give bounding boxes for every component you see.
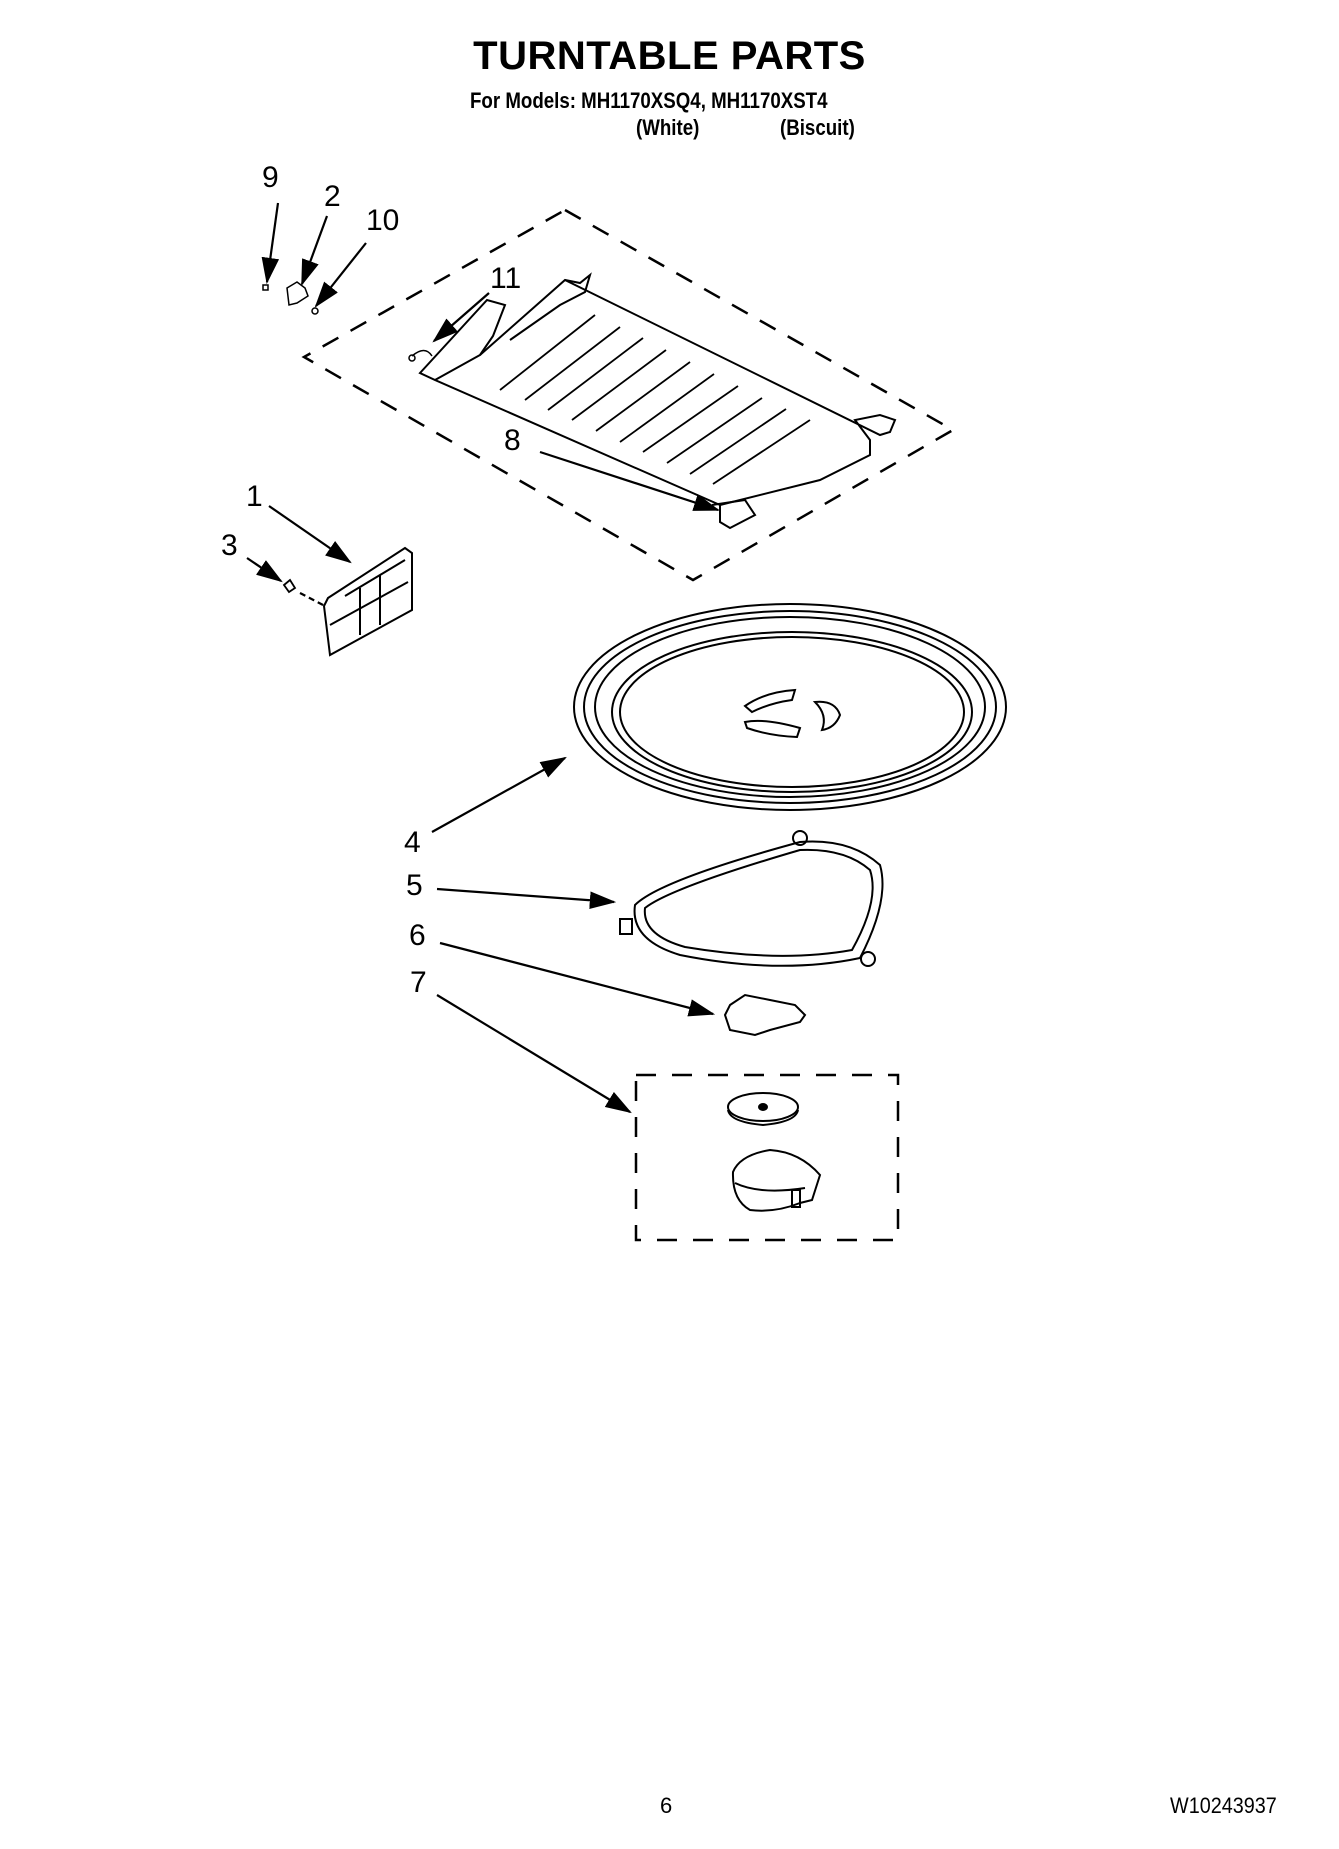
coupler-part-6 — [723, 993, 807, 1037]
leader-lines — [246, 202, 721, 1114]
small-screw-part-9 — [262, 284, 269, 291]
glass-tray-part-4 — [573, 603, 1007, 811]
rack-bracket-part-2 — [286, 281, 309, 306]
variant-white-label: (White) — [636, 115, 700, 140]
document-number: W10243937 — [1170, 1793, 1277, 1818]
page-number: 6 — [660, 1793, 673, 1818]
page-title: TURNTABLE PARTS — [473, 34, 866, 78]
callout-4: 4 — [404, 826, 421, 859]
roller-ring-part-5 — [619, 830, 884, 967]
callout-3: 3 — [221, 529, 238, 562]
motor-assembly-part-7 — [727, 1092, 822, 1212]
small-screw-part-10 — [311, 307, 319, 315]
variant-biscuit-label: (Biscuit) — [780, 115, 855, 140]
callout-7: 7 — [410, 966, 427, 999]
rack-kit-dashed-outline — [301, 208, 956, 582]
callout-2: 2 — [324, 180, 341, 213]
wire-rack-part-8 — [418, 272, 897, 530]
callout-5: 5 — [406, 869, 423, 902]
callout-9: 9 — [262, 161, 279, 194]
motor-kit-dashed-outline — [634, 1073, 900, 1242]
waveguide-cover-part-1 — [322, 546, 413, 657]
screw-part-3 — [282, 578, 297, 594]
callout-1: 1 — [246, 480, 263, 513]
callout-6: 6 — [409, 919, 426, 952]
clip-part-11 — [408, 349, 433, 362]
callout-10: 10 — [366, 204, 400, 237]
callout-11: 11 — [490, 262, 522, 295]
models-line: For Models: MH1170XSQ4, MH1170XST4 — [470, 88, 828, 113]
callout-8: 8 — [504, 424, 521, 457]
